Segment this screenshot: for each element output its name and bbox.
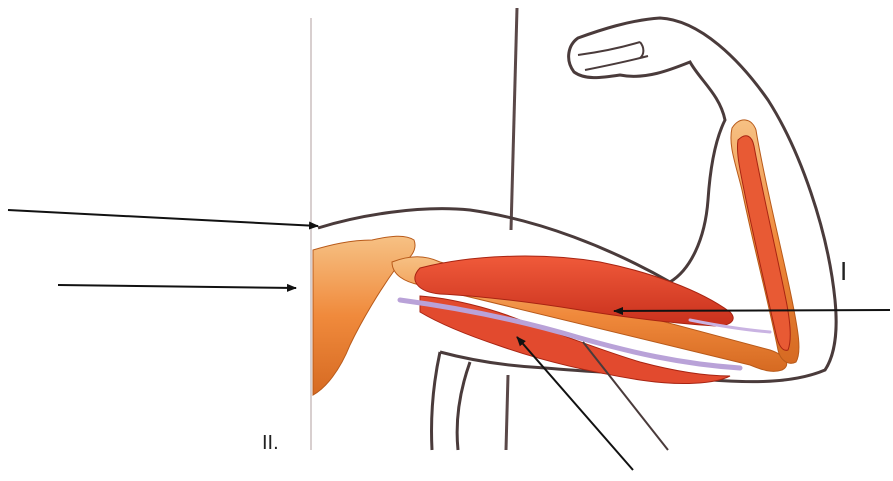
forearm-muscle [737,136,790,351]
pointer-arrow-right [614,310,890,311]
pointer-arrow-mid-left [58,285,296,288]
label-roman-one: I [840,256,847,287]
label-roman-two: II. [262,432,279,455]
pointer-arrow-top-left [8,210,318,226]
torso-outline [432,352,470,450]
door-frame-line-lower [506,375,508,450]
fist-detail [578,42,648,70]
door-frame-line [511,8,517,230]
